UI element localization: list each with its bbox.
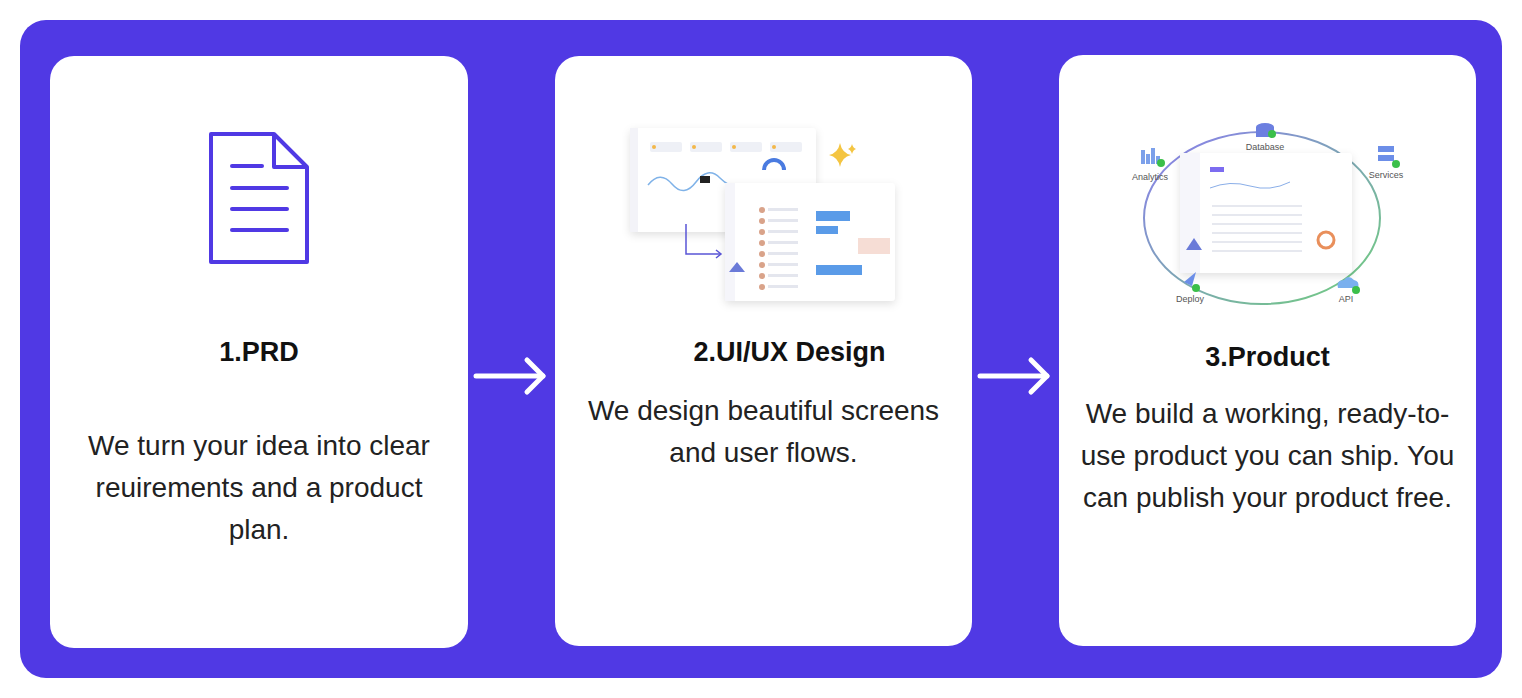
status-dot [1392,160,1400,168]
mockup-row [768,285,798,288]
document-icon [211,134,307,262]
mockup-stat [650,142,682,152]
step-title: 2.UI/UX Design [581,337,998,368]
step-card: 1.PRD We turn your idea into clear reuire… [50,56,468,648]
mockup-avatar [759,262,765,268]
icon-label: Deploy [1176,294,1204,304]
icon-label: Analytics [1132,172,1168,182]
document-line [232,207,287,211]
mockup-sidebar [630,128,638,232]
icon-label: Services [1369,170,1404,180]
chat-bubble [816,211,850,221]
mockup-stat [730,142,762,152]
mockup-row [768,219,798,222]
services-icon [1378,146,1394,152]
database-icon [1256,123,1274,131]
mockup-row [768,252,798,255]
step-description: We turn your idea into clear reuirements… [74,425,444,551]
status-dot [1192,284,1200,292]
step-description: We build a working, ready-to-use product… [1073,393,1462,519]
mockup-dot [652,145,656,149]
mockup-row [768,274,798,277]
mockup-row [1212,232,1302,234]
platform-ring [1144,132,1380,304]
mockup-tooltip [700,176,710,183]
mockup-chart [648,173,744,191]
step-title: 1.PRD [50,337,468,368]
analytics-icon [1141,150,1145,164]
mockup-row [768,263,798,266]
mockup-dot [692,145,696,149]
document-line [232,228,287,232]
status-dot [1157,159,1165,167]
mockup-row [768,241,798,244]
status-dot [1352,286,1360,294]
mockup-gauge [764,160,784,170]
mockup-row [1212,214,1302,216]
mockup-stat [690,142,722,152]
step-description: We design beautiful screens and user flo… [575,390,952,474]
mockup-logo [1186,238,1202,250]
flow-arrow [980,360,1047,392]
mockup-dot [732,145,736,149]
mockup-avatar [759,218,765,224]
step-card: 2.UI/UX DesignWe design beautiful screen… [555,56,972,646]
document-line [232,186,287,190]
mockup-row [1212,223,1302,225]
mockup-avatar [759,251,765,257]
mockup-avatar [759,207,765,213]
flow-head [716,250,721,258]
arrow-head [1031,360,1047,392]
mockup-row [1212,241,1302,243]
deploy-icon [1184,272,1196,286]
arrow-shaft [476,374,543,379]
mockup-tab [1210,167,1224,172]
arrow-head [527,360,543,392]
database-icon [1256,127,1274,137]
document-fold [274,134,307,167]
chat-mockup [725,183,895,301]
mockup-row [1212,205,1302,207]
chat-bubble [816,226,838,234]
mockup-avatar [759,229,765,235]
mockup-donut [1318,232,1334,248]
flow-line [686,224,720,254]
document-line [232,164,262,168]
mockup-row [768,230,798,233]
mockup-avatar [759,284,765,290]
mockup-sidebar [725,183,735,301]
api-icon [1338,277,1359,288]
mockup-logo [729,262,745,272]
step-title: 3.Product [1059,342,1476,373]
analytics-icon [1151,148,1155,164]
app-mockup [1180,153,1352,273]
icon-label: Database [1246,142,1285,152]
icon-label: API [1339,294,1354,304]
sparkle [848,144,856,154]
mockup-chart [1210,182,1290,188]
mockup-stat [770,142,802,152]
services-icon [1378,155,1394,161]
mockup-avatar [759,240,765,246]
flow-arrow [476,360,543,392]
mockup-sidebar [1180,153,1200,273]
sparkle [829,143,851,167]
dashboard-mockup [630,128,816,232]
status-dot [1268,130,1276,138]
mockup-row [768,208,798,211]
mockup-dot [772,145,776,149]
chat-image [858,238,890,254]
analytics-icon [1156,156,1160,164]
mockup-avatar [759,273,765,279]
analytics-icon [1146,154,1150,164]
arrow-shaft [980,374,1047,379]
chat-bubble [816,265,862,275]
mockup-row [1212,250,1302,252]
